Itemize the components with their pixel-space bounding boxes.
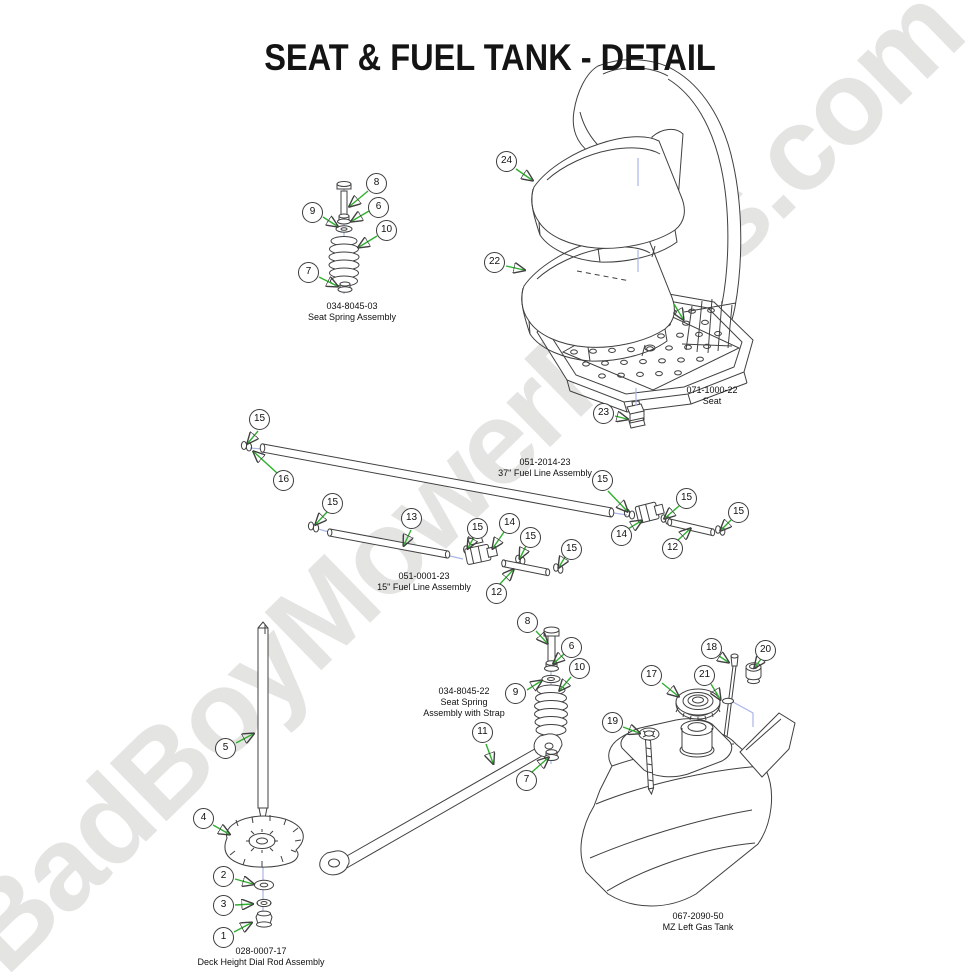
seat-spring-assembly-drawing — [328, 181, 360, 294]
callout-10: 10 — [569, 658, 590, 679]
callout-17: 17 — [641, 665, 662, 686]
callout-15: 15 — [676, 488, 697, 509]
callout-7: 7 — [298, 262, 319, 283]
callout-19: 19 — [602, 712, 623, 733]
callout-5: 5 — [215, 738, 236, 759]
callout-12: 12 — [486, 583, 507, 604]
callout-14: 14 — [499, 513, 520, 534]
callout-16: 16 — [273, 470, 294, 491]
callout-2: 2 — [213, 866, 234, 887]
centerlines — [635, 158, 639, 406]
callout-23: 23 — [593, 403, 614, 424]
callout-3: 3 — [213, 895, 234, 916]
callout-24: 24 — [496, 151, 517, 172]
seat-drawing — [521, 59, 754, 429]
callout-9: 9 — [505, 683, 526, 704]
callout-14: 14 — [611, 525, 632, 546]
gas-tank-drawing — [580, 653, 796, 907]
callout-10: 10 — [376, 220, 397, 241]
callout-15: 15 — [467, 518, 488, 539]
callout-18: 18 — [701, 638, 722, 659]
callout-8: 8 — [366, 173, 387, 194]
page-title: SEAT & FUEL TANK - DETAIL — [264, 36, 716, 78]
callout-6: 6 — [368, 197, 389, 218]
callout-11: 11 — [472, 722, 493, 743]
callout-22: 22 — [484, 252, 505, 273]
callout-8: 8 — [517, 612, 538, 633]
callout-13: 13 — [401, 508, 422, 529]
callout-20: 20 — [755, 640, 776, 661]
callout-15: 15 — [322, 493, 343, 514]
callout-15: 15 — [592, 470, 613, 491]
callout-9: 9 — [302, 202, 323, 223]
callout-15: 15 — [249, 409, 270, 430]
callout-arrows — [212, 168, 761, 932]
callout-15: 15 — [520, 527, 541, 548]
dial-rod-drawing — [224, 621, 304, 928]
callout-15: 15 — [561, 539, 582, 560]
callout-7: 7 — [516, 770, 537, 791]
callout-1: 1 — [213, 927, 234, 948]
callout-4: 4 — [193, 808, 214, 829]
callout-21: 21 — [694, 665, 715, 686]
callout-12: 12 — [662, 538, 683, 559]
callout-15: 15 — [728, 502, 749, 523]
callout-6: 6 — [561, 637, 582, 658]
